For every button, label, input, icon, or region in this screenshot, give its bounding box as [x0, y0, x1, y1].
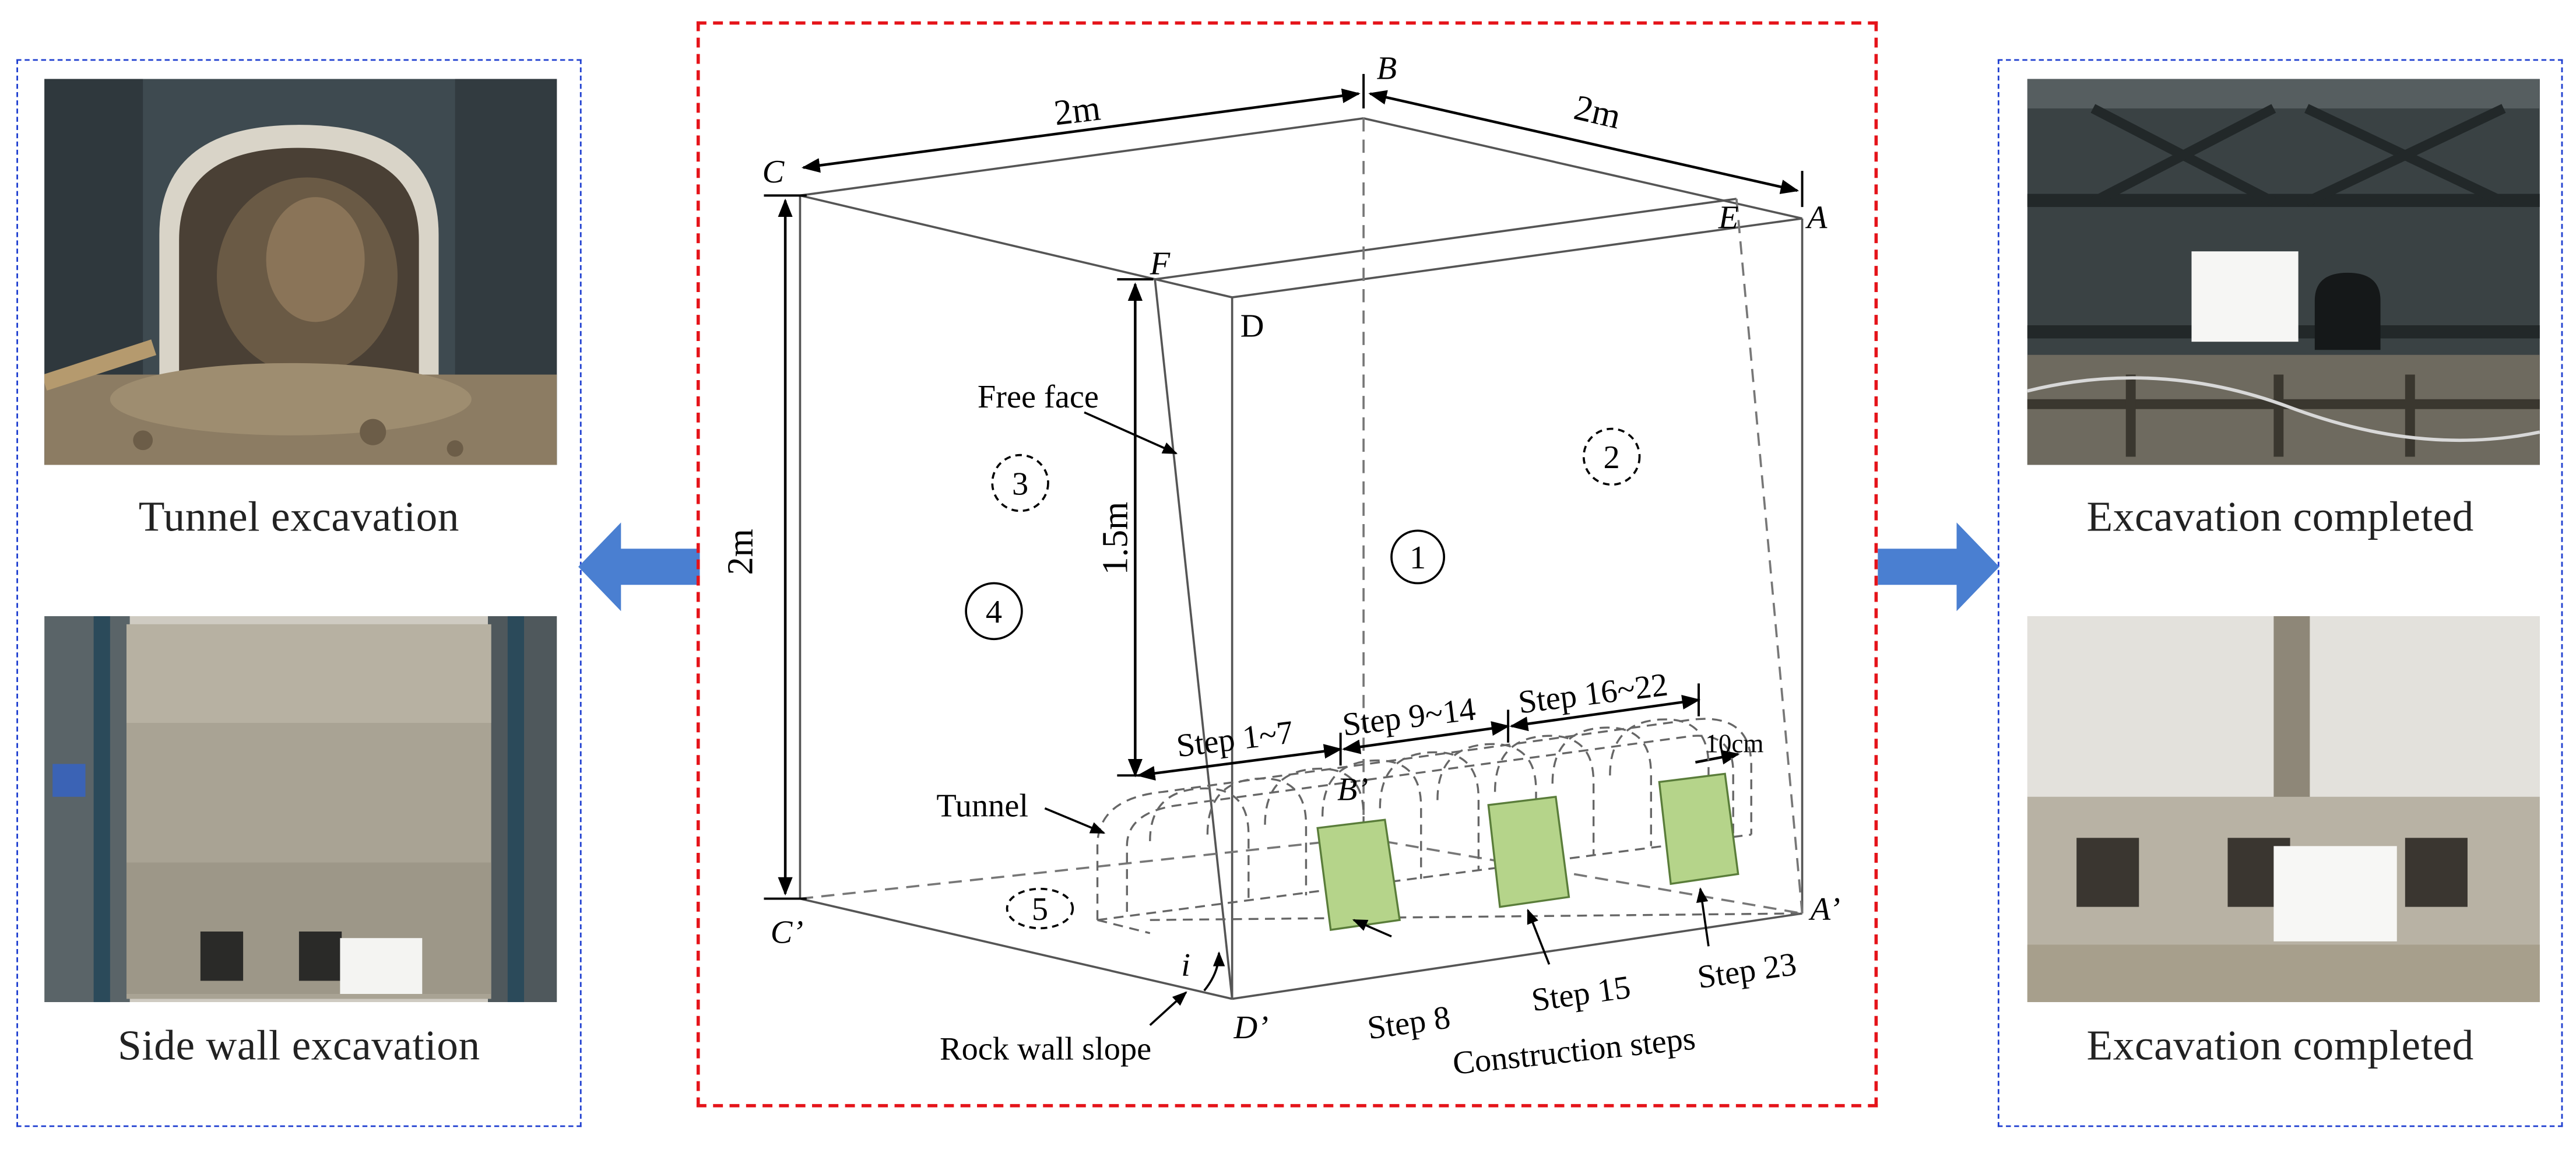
tunnel-arches: [1096, 718, 1799, 934]
step-23-label: Step 23: [1695, 946, 1799, 996]
step-group-2-label: Step 9~14: [1341, 691, 1478, 743]
slope-symbol-label: i: [1181, 947, 1190, 983]
left-arrow-icon: [578, 522, 700, 612]
vertex-f-label: F: [1150, 246, 1171, 282]
dimension-left-height: 2m: [721, 529, 761, 575]
zone-4-number: 4: [986, 594, 1002, 630]
left-photo-panel: [16, 59, 582, 1127]
zone-4-circle: [965, 582, 1023, 641]
tunnel-excavation-caption: Tunnel excavation: [138, 493, 460, 541]
rock-wall-slope-label: Rock wall slope: [940, 1031, 1151, 1067]
zone-1-circle: [1390, 529, 1446, 585]
vertex-b-prime-label: B’: [1337, 771, 1368, 807]
vertex-a-label: A: [1805, 200, 1828, 236]
step-15-block: [1487, 795, 1570, 908]
tunnel-excavation-photo: [44, 79, 557, 465]
zone-3-number: 3: [1012, 466, 1028, 502]
side-wall-excavation-caption: Side wall excavation: [118, 1021, 480, 1070]
excavation-completed-caption-bottom: Excavation completed: [2086, 1021, 2474, 1070]
right-arrow-icon: [1878, 522, 1999, 612]
free-face-label: Free face: [978, 379, 1099, 415]
vertex-d-prime-label: D’: [1233, 1010, 1268, 1046]
excavation-completed-caption-top: Excavation completed: [2086, 493, 2474, 541]
side-wall-excavation-photo: [44, 616, 557, 1003]
dimension-lines: [778, 88, 1800, 896]
zone-2-circle: [1582, 427, 1641, 486]
vertex-d-label: D: [1240, 308, 1264, 345]
vertex-c-label: C: [762, 154, 785, 190]
model-hidden-edges: [800, 118, 1804, 915]
dimension-top-left: 2m: [1052, 88, 1102, 133]
model-diagram-panel: [696, 21, 1878, 1108]
construction-steps-label: Construction steps: [1451, 1020, 1697, 1081]
step-group-3-label: Step 16~22: [1516, 667, 1670, 721]
vertex-e-label: E: [1718, 200, 1738, 236]
vertex-a-prime-label: A’: [1808, 891, 1840, 927]
step-23-block: [1658, 772, 1739, 886]
dimension-ticks: [764, 73, 1804, 900]
leader-lines: [1044, 411, 1710, 1026]
right-photo-panel: [1997, 59, 2563, 1127]
zone-1-number: 1: [1410, 540, 1426, 576]
zone-2-number: 2: [1604, 440, 1620, 476]
zone-5-circle: [1006, 887, 1074, 930]
zone-3-circle: [991, 454, 1049, 512]
step-15-label: Step 15: [1529, 969, 1633, 1018]
model-box-edges: [799, 117, 1804, 1000]
vertex-c-prime-label: C’: [771, 915, 803, 951]
dimension-spacing: 10cm: [1705, 729, 1763, 758]
tunnel-label: Tunnel: [936, 788, 1028, 824]
step-blocks: [1316, 772, 1739, 932]
step-8-block: [1316, 818, 1401, 932]
excavation-completed-photo-top: [2027, 79, 2540, 465]
zone-circles: [965, 427, 1641, 930]
dimension-top-right: 2m: [1570, 87, 1625, 136]
dimension-inner-height: 1.5m: [1095, 502, 1135, 575]
zone-5-number: 5: [1032, 891, 1048, 927]
vertex-b-label: B: [1377, 50, 1397, 86]
step-8-label: Step 8: [1365, 999, 1453, 1046]
excavation-completed-photo-bottom: [2027, 616, 2540, 1003]
